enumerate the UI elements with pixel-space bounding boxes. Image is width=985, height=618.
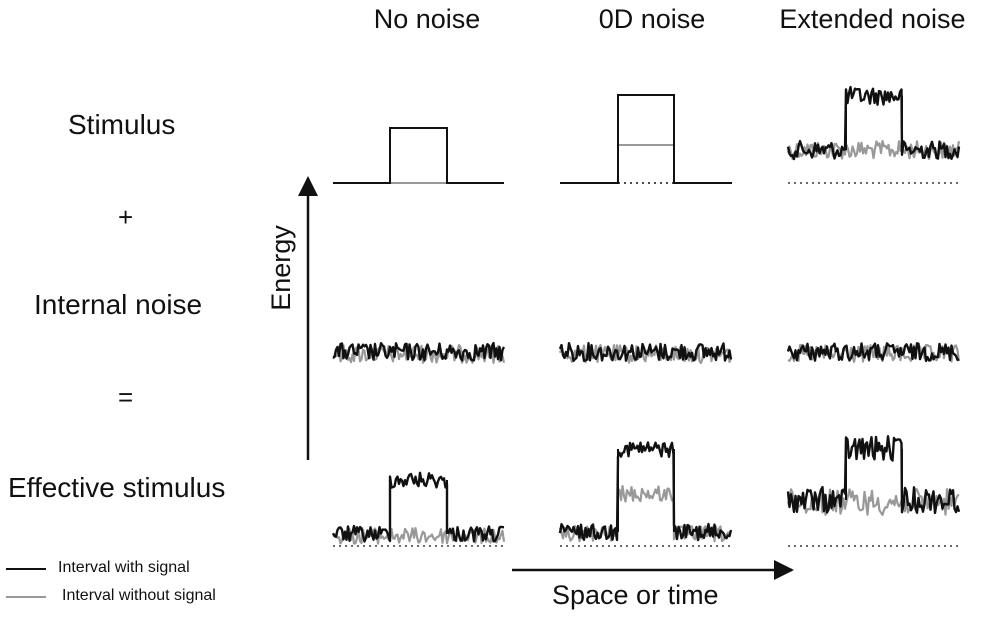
row-label-internal-noise: Internal noise (34, 289, 203, 320)
trace-with-signal (786, 342, 960, 363)
effective-stimulus-no-noise-trace (331, 471, 506, 547)
stimulus-no-noise-trace (333, 127, 504, 184)
trace-with-signal (558, 342, 733, 362)
legend-label-without-signal: Interval without signal (62, 587, 216, 604)
trace-without-signal (787, 343, 961, 363)
legend-swatch-with-signal (6, 568, 46, 570)
legend-swatch-without-signal (6, 596, 46, 598)
trace-with-signal (558, 441, 733, 542)
column-heading-extended-noise: Extended noise (779, 4, 966, 34)
column-heading-no-noise: No noise (373, 4, 481, 34)
trace-with-signal (786, 85, 961, 161)
legend-label-with-signal: Interval with signal (58, 559, 190, 576)
x-axis-label: Space or time (552, 580, 719, 610)
trace-with-signal (332, 341, 506, 362)
column-heading-0d-noise: 0D noise (598, 4, 706, 34)
trace-with-signal (786, 435, 961, 515)
effective-stimulus-0d-noise-trace (558, 441, 733, 547)
trace-with-signal (331, 471, 505, 543)
equals-sign: = (118, 382, 134, 412)
internal-noise-0d-noise-trace (558, 342, 733, 365)
row-label-effective-stimulus: Effective stimulus (8, 472, 226, 503)
internal-noise-no-noise-trace (331, 341, 506, 364)
trace-without-signal (558, 344, 733, 365)
trace-without-signal (332, 526, 506, 545)
plus-sign: + (118, 202, 134, 232)
stimulus-extended-noise-trace (786, 85, 961, 184)
stimulus-0d-noise-trace (560, 94, 732, 184)
effective-stimulus-extended-noise-trace (786, 435, 961, 547)
internal-noise-extended-noise-trace (786, 342, 961, 363)
row-label-stimulus: Stimulus (68, 109, 176, 140)
